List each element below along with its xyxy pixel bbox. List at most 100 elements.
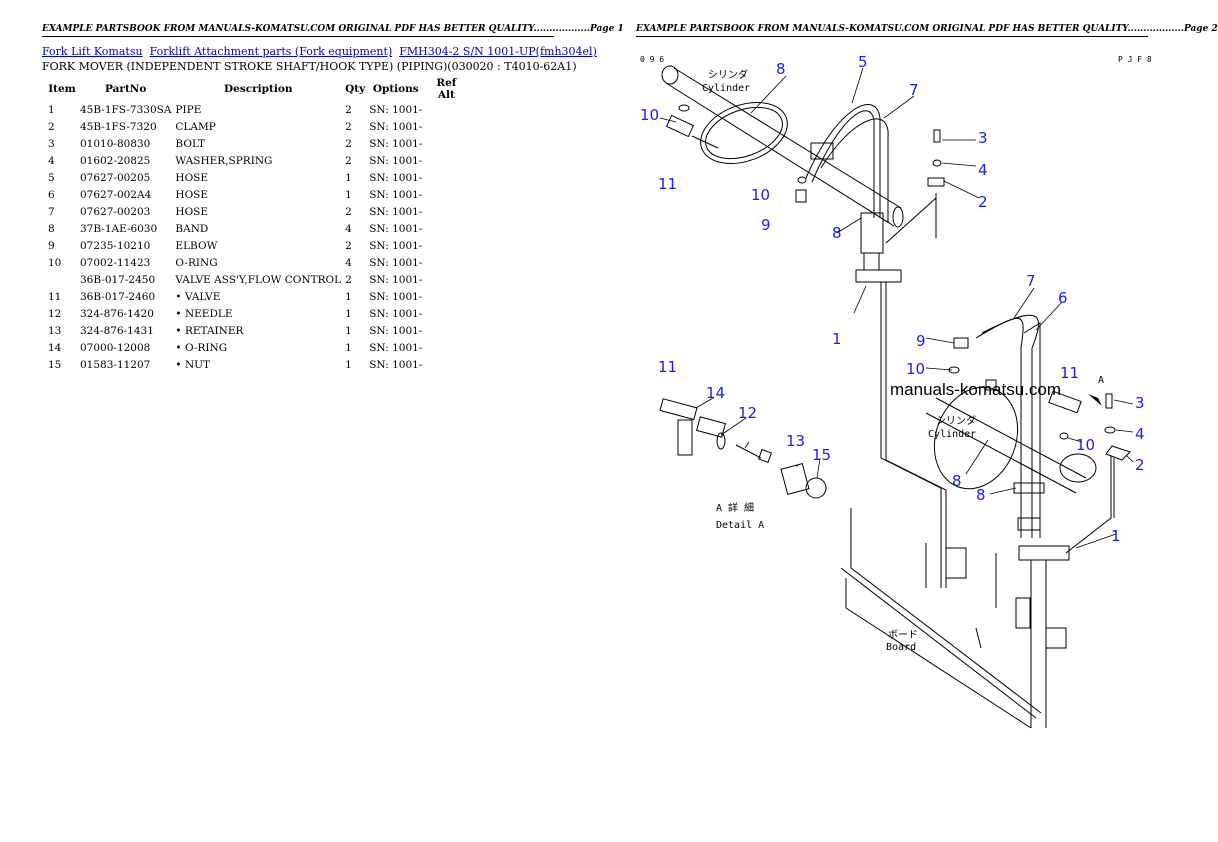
- cell-qty: 2: [345, 205, 352, 218]
- cell-qty: 1: [345, 188, 352, 201]
- view-a-arrow-icon: [1088, 394, 1102, 406]
- page-header-right: EXAMPLE PARTSBOOK FROM MANUALS-KOMATSU.C…: [636, 24, 1218, 37]
- cell-partno: 324-876-1420: [80, 307, 154, 320]
- cell-options: SN: 1001-: [369, 290, 423, 303]
- cell-refalt: [424, 186, 468, 203]
- cell-refalt: [424, 322, 468, 339]
- col-qty-header: Qty: [345, 83, 366, 95]
- cell-options: SN: 1001-: [369, 222, 423, 235]
- cell-options: SN: 1001-: [369, 103, 423, 116]
- lower-valve: [1048, 390, 1082, 440]
- cell-qty: 1: [345, 324, 352, 337]
- cell-description: VALVE ASS'Y,FLOW CONTROL: [175, 273, 342, 286]
- cell-item: 1: [48, 103, 55, 116]
- cell-partno: 36B-017-2450: [80, 273, 156, 286]
- cell-partno: 07002-11423: [80, 256, 151, 269]
- cylinder-label-jp-lower: シリンダ: [936, 414, 976, 427]
- cylinder-label-en-lower: Cylinder: [928, 429, 976, 440]
- col-description-header: Description: [224, 83, 293, 95]
- cell-item: [44, 271, 78, 288]
- cell-refalt: [424, 220, 468, 237]
- fork-board: [840, 508, 1067, 729]
- table-row: 6 07627-002A4 HOSE 1 SN: 1001-: [44, 186, 468, 203]
- callout-number: 10: [1076, 436, 1095, 454]
- detail-a-parts: [659, 398, 827, 499]
- cell-description: HOSE: [175, 188, 209, 201]
- cylinder-label-en: Cylinder: [702, 83, 750, 94]
- cell-description: BOLT: [175, 137, 206, 150]
- cell-item: 6: [48, 188, 55, 201]
- cell-qty: 4: [345, 256, 352, 269]
- cell-refalt: [424, 254, 468, 271]
- cylinder-label-jp: シリンダ: [708, 68, 748, 81]
- upper-elbow: [795, 176, 807, 203]
- cell-refalt: [424, 271, 468, 288]
- cell-partno: 01583-11207: [80, 358, 151, 371]
- callout-number: 11: [658, 358, 677, 376]
- page-header-left: EXAMPLE PARTSBOOK FROM MANUALS-KOMATSU.C…: [42, 24, 624, 37]
- diagram-code-left: 0 9 6: [640, 55, 664, 64]
- cell-refalt: [424, 101, 468, 118]
- cell-qty: 2: [345, 137, 352, 150]
- page-subtitle: FORK MOVER (INDEPENDENT STROKE SHAFT/HOO…: [42, 60, 577, 73]
- cell-partno: 07627-00203: [80, 205, 151, 218]
- board-label-en: Board: [886, 642, 916, 653]
- cell-partno: 07627-002A4: [80, 188, 152, 201]
- cell-qty: 1: [345, 358, 352, 371]
- cell-item: 4: [48, 154, 55, 167]
- cell-qty: 2: [345, 273, 352, 286]
- lower-pipe-assembly: [1015, 456, 1115, 728]
- exploded-parts-diagram: 8 5 7 10 11 10 9 8 3 4 2 1 7 6 9 10 11 3…: [640, 53, 1152, 729]
- cell-item: 14: [48, 341, 62, 354]
- cell-item: 5: [48, 171, 55, 184]
- cell-partno: 01010-80830: [80, 137, 151, 150]
- cell-partno: 07235-10210: [80, 239, 151, 252]
- cell-refalt: [424, 203, 468, 220]
- callout-number: 8: [832, 224, 842, 242]
- breadcrumb-link-brand[interactable]: Fork Lift Komatsu: [42, 45, 143, 58]
- cell-description: • NUT: [175, 358, 210, 371]
- cell-partno: 36B-017-2460: [80, 290, 156, 303]
- cell-qty: 2: [345, 154, 352, 167]
- cell-options: SN: 1001-: [369, 171, 423, 184]
- breadcrumb-link-model[interactable]: FMH304-2 S/N 1001-UP(fmh304el): [399, 45, 597, 58]
- cell-refalt: [424, 152, 468, 169]
- cell-refalt: [424, 169, 468, 186]
- cell-partno: 45B-1FS-7330SA: [80, 103, 172, 116]
- table-header-row: Item PartNo Description Qty Options Ref …: [44, 77, 468, 101]
- view-a-label: A: [1098, 375, 1104, 386]
- detail-a-label-en: Detail A: [716, 520, 764, 531]
- cell-description: BAND: [175, 222, 209, 235]
- callout-number: 6: [1058, 289, 1068, 307]
- col-item-header: Item: [48, 83, 76, 95]
- upper-cylinder: [661, 65, 904, 228]
- upper-pipe-assembly: [855, 177, 947, 588]
- cell-options: SN: 1001-: [369, 188, 423, 201]
- cell-partno: 07627-00205: [80, 171, 151, 184]
- upper-valve: [665, 104, 719, 149]
- cell-description: • O-RING: [175, 341, 228, 354]
- cell-qty: 1: [345, 307, 352, 320]
- cell-options: SN: 1001-: [369, 324, 423, 337]
- callout-number: 11: [1060, 364, 1079, 382]
- callout-number: 11: [658, 175, 677, 193]
- cell-item: 3: [48, 137, 55, 150]
- callout-number: 7: [909, 81, 919, 99]
- callout-number: 9: [916, 332, 926, 350]
- cell-refalt: [424, 356, 468, 373]
- callout-number: 9: [761, 216, 771, 234]
- upper-hose-loop: [700, 102, 889, 223]
- breadcrumb-link-category[interactable]: Forklift Attachment parts (Fork equipmen…: [149, 45, 393, 58]
- cell-qty: 2: [345, 103, 352, 116]
- callout-number: 10: [751, 186, 770, 204]
- cell-options: SN: 1001-: [369, 341, 423, 354]
